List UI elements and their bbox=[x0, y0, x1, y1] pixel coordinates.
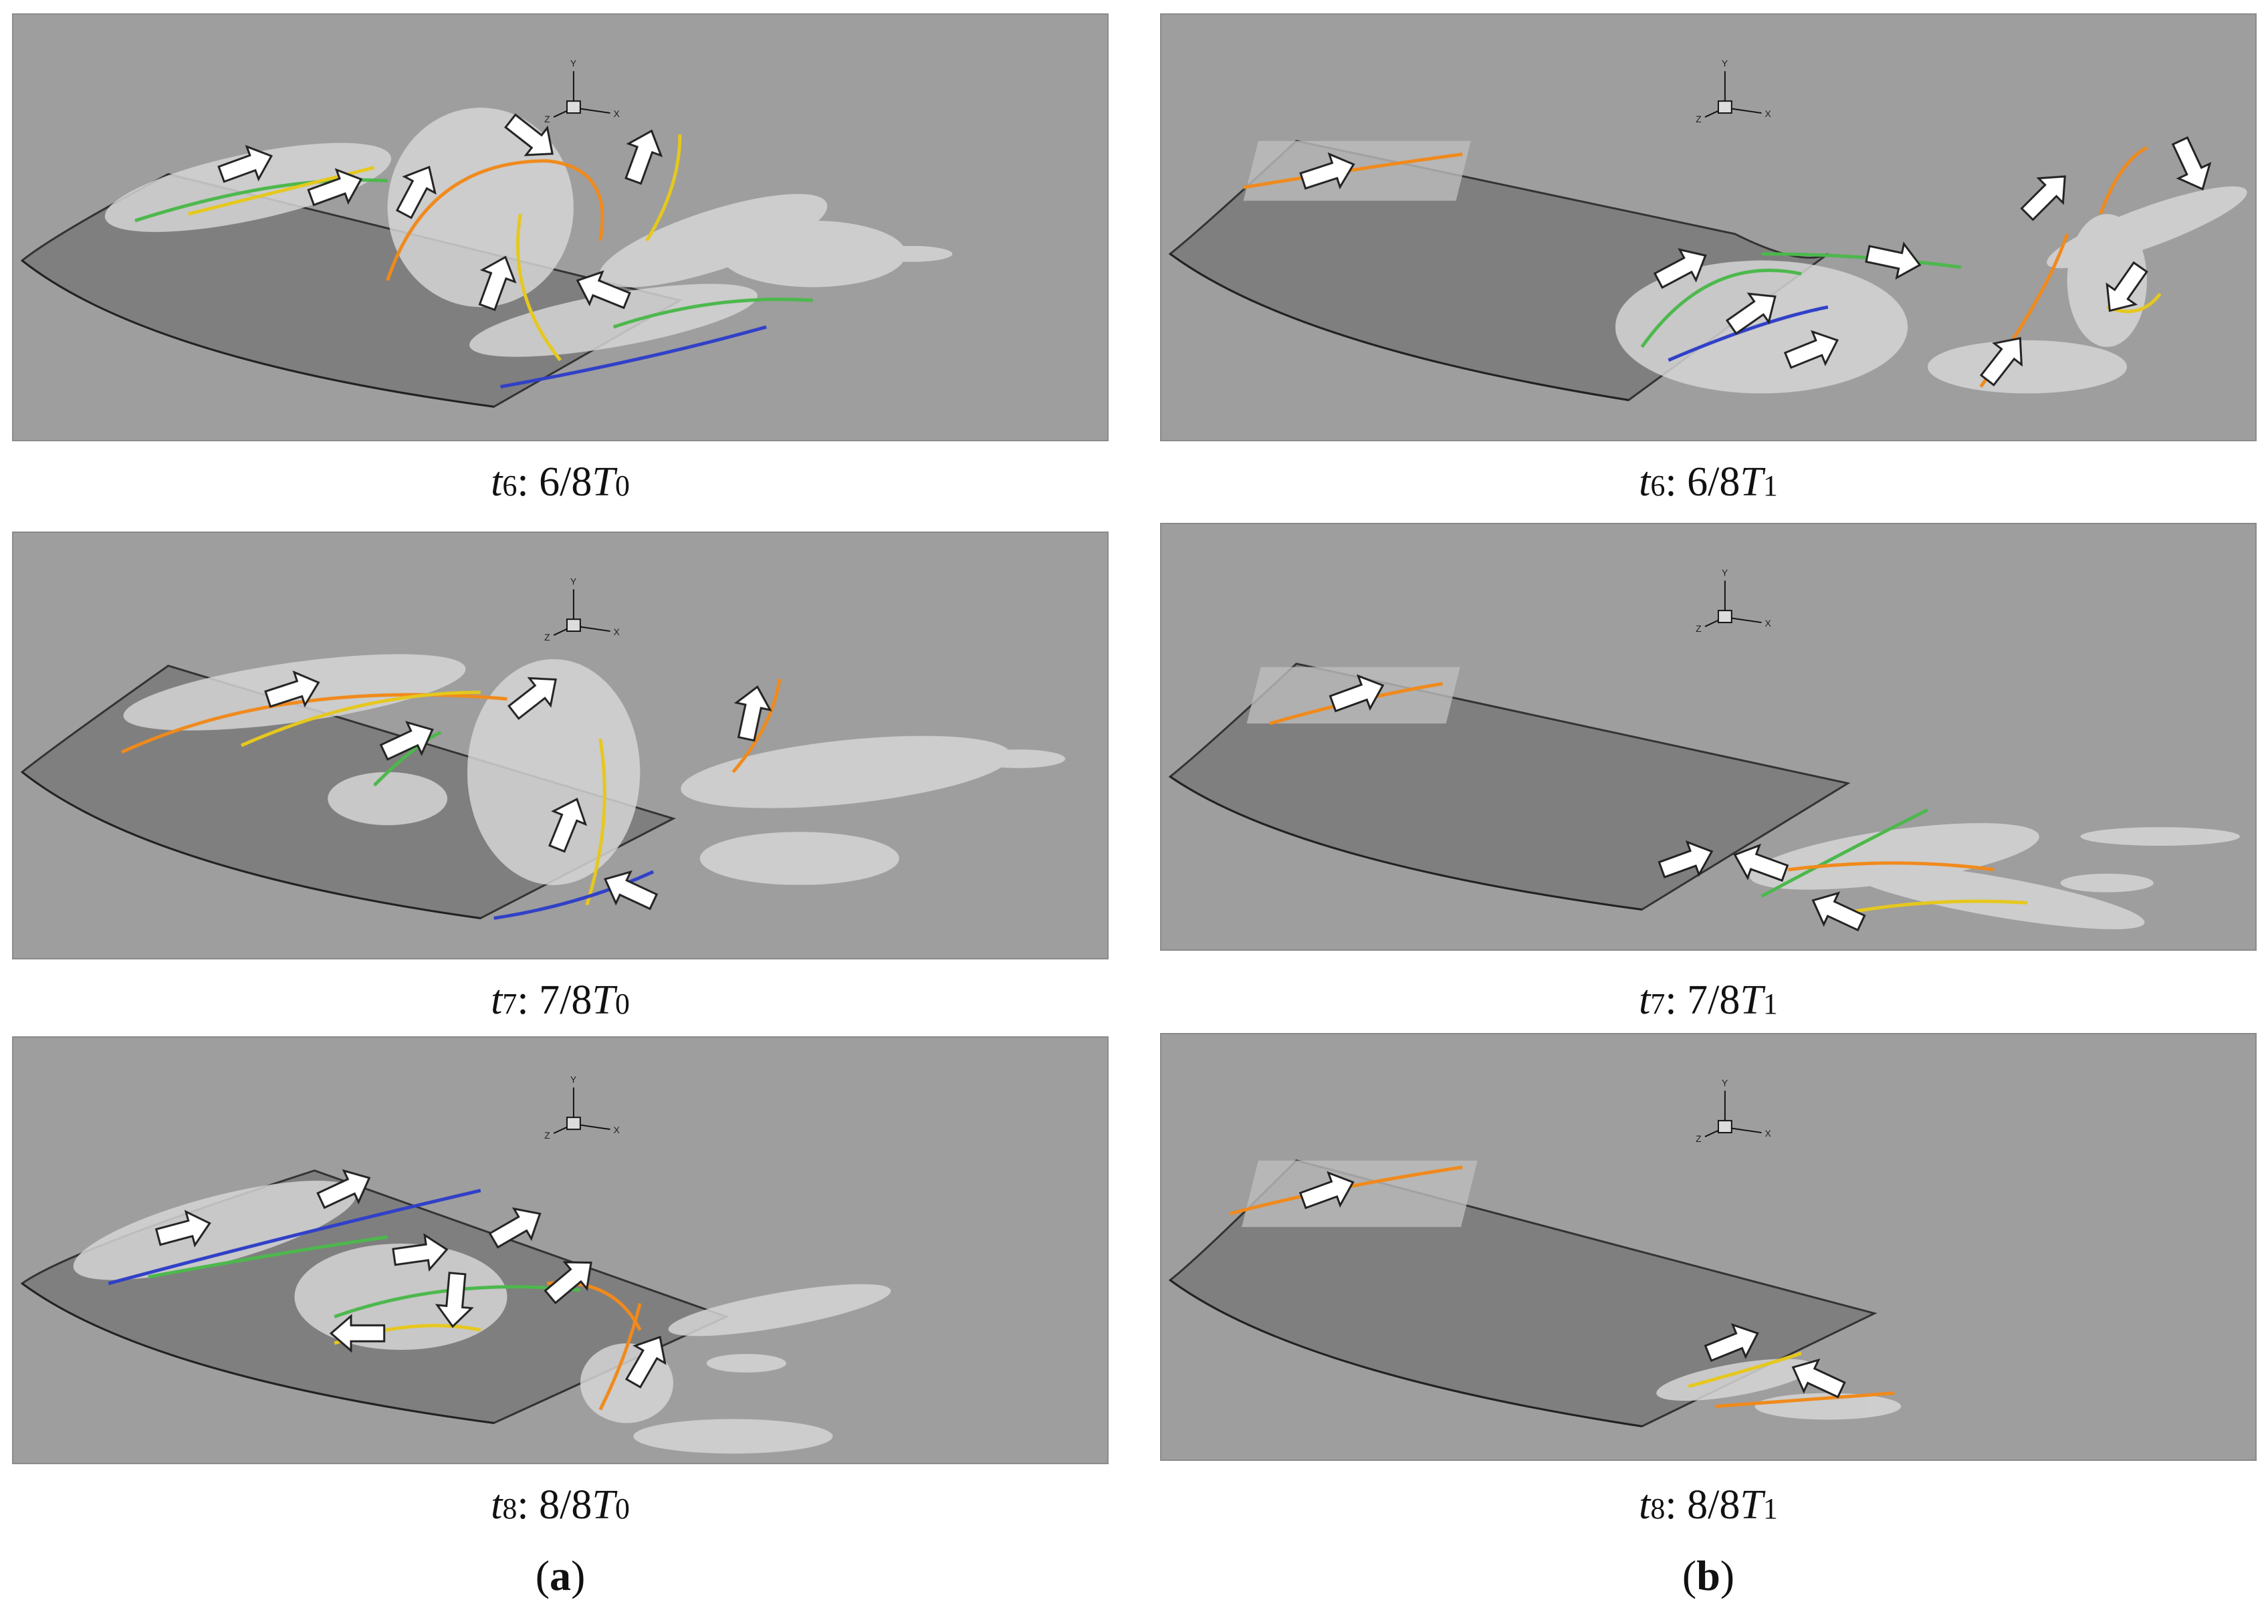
flow-direction-arrows bbox=[154, 1169, 667, 1389]
caption-a8: t8: 8/8T0 bbox=[491, 1482, 630, 1528]
svg-text:Y: Y bbox=[1722, 1078, 1728, 1088]
panel-a6: Y X Z bbox=[12, 13, 1109, 441]
flow-visualization-b6: Y X Z bbox=[1168, 58, 2247, 401]
velocity-vectors bbox=[121, 679, 782, 920]
svg-text:X: X bbox=[1765, 108, 1771, 119]
flow-direction-arrows bbox=[1329, 674, 1866, 932]
panel-b8: Y X Z bbox=[1160, 1033, 2257, 1461]
flow-visualization-a7: Y X Z bbox=[20, 576, 1066, 920]
panel-b7: Y X Z bbox=[1160, 523, 2257, 951]
svg-text:Y: Y bbox=[1722, 568, 1728, 578]
svg-text:Y: Y bbox=[570, 576, 576, 587]
caption-b8: t8: 8/8T1 bbox=[1639, 1482, 1778, 1528]
flow-visualization-b7: Y X Z bbox=[1168, 568, 2240, 932]
svg-text:Y: Y bbox=[570, 1074, 576, 1085]
flow-direction-arrows bbox=[217, 113, 663, 312]
svg-text:Z: Z bbox=[544, 632, 550, 643]
velocity-vectors bbox=[134, 134, 813, 388]
flow-direction-arrows bbox=[1298, 1171, 1846, 1399]
caption-b6: t6: 6/8T1 bbox=[1639, 459, 1778, 505]
svg-text:X: X bbox=[1765, 1128, 1771, 1139]
flow-visualization-b8: Y X Z bbox=[1168, 1078, 1902, 1427]
flow-visualization-a6: Y X Z bbox=[20, 58, 953, 408]
vortex-structures bbox=[1749, 823, 2240, 929]
svg-text:Z: Z bbox=[1696, 1133, 1702, 1144]
svg-text:Z: Z bbox=[544, 1130, 550, 1141]
svg-text:X: X bbox=[614, 626, 620, 637]
svg-text:X: X bbox=[614, 1125, 620, 1135]
column-label-a: (a) bbox=[535, 1552, 586, 1599]
svg-text:X: X bbox=[1765, 618, 1771, 628]
svg-text:Z: Z bbox=[544, 114, 550, 124]
panel-b6: Y X Z bbox=[1160, 13, 2257, 441]
panel-a7: Y X Z bbox=[12, 532, 1109, 959]
flow-direction-arrows bbox=[1299, 136, 2212, 386]
svg-text:Z: Z bbox=[1696, 114, 1702, 124]
axis-triad: Y X Z bbox=[544, 1074, 620, 1141]
svg-text:Z: Z bbox=[1696, 623, 1702, 634]
panel-a8: Y X Z bbox=[12, 1036, 1109, 1464]
flow-visualization-a8: Y X Z bbox=[20, 1074, 891, 1454]
vortex-structures bbox=[1615, 186, 2247, 394]
svg-text:Y: Y bbox=[570, 58, 576, 69]
caption-b7: t7: 7/8T1 bbox=[1639, 977, 1778, 1023]
vortex-structures bbox=[104, 108, 953, 357]
svg-text:X: X bbox=[614, 108, 620, 119]
axis-triad: Y X Z bbox=[544, 58, 620, 124]
axis-triad: Y X Z bbox=[1696, 58, 1771, 124]
flow-direction-arrows bbox=[264, 670, 772, 911]
axis-triad: Y X Z bbox=[1696, 1078, 1771, 1144]
svg-text:Y: Y bbox=[1722, 58, 1728, 69]
axis-triad: Y X Z bbox=[1696, 568, 1771, 634]
caption-a7: t7: 7/8T0 bbox=[491, 977, 630, 1023]
caption-a6: t6: 6/8T0 bbox=[491, 459, 630, 505]
axis-triad: Y X Z bbox=[544, 576, 620, 643]
column-label-b: (b) bbox=[1682, 1552, 1735, 1599]
